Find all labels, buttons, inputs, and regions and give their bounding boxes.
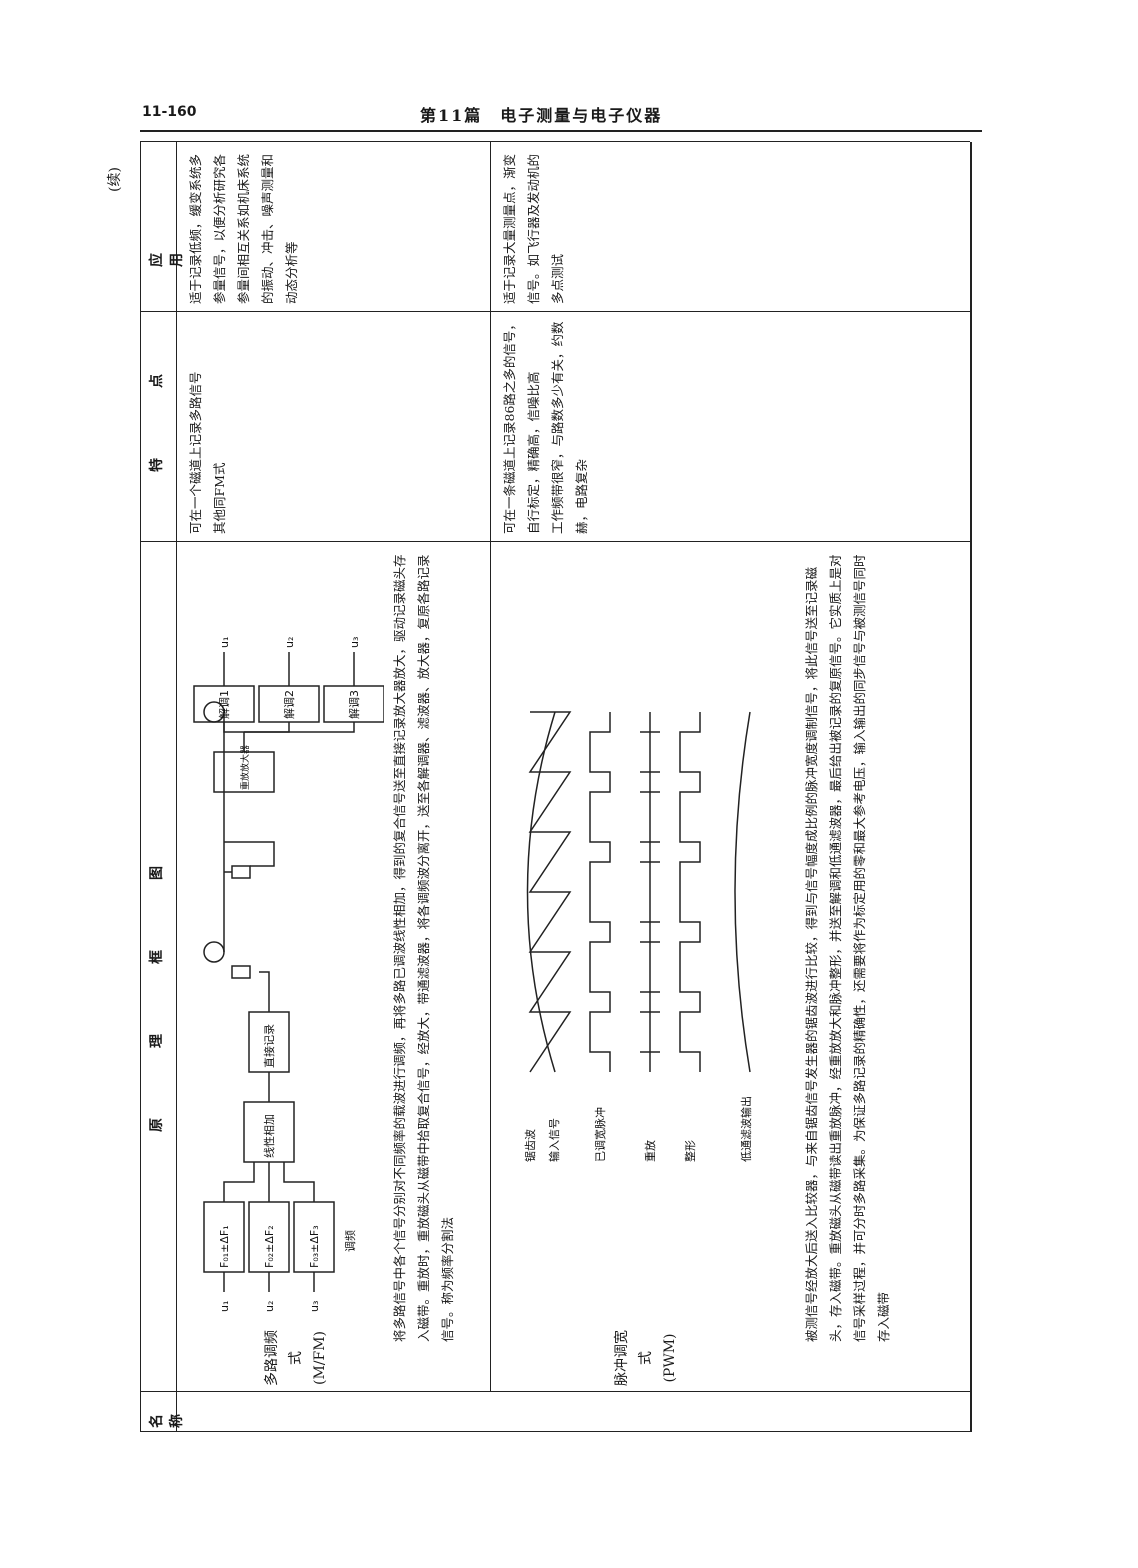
mfm-demod-1: 解调1	[217, 690, 231, 719]
row1-principle: 将多路信号中各个信号分别对不同频率的载波进行调频，再将多路已调波线性相加，得到的…	[392, 554, 455, 1342]
col-header-diagram: 原 理 框 图	[149, 838, 165, 1132]
col-divider-diagram	[140, 541, 970, 542]
pwm-label-pwm: 已调宽脉冲	[593, 1107, 607, 1162]
row2-feature-1: 可在一条磁道上记录86路之多的信号，自行标定，精确高，信噪比高	[502, 318, 541, 534]
mfm-block-diagram: u₁ u₂ u₃ F₀₁±ΔF₁ F₀₂±ΔF₂ F₀₃±ΔF₃ 调频 线性相加…	[193, 637, 384, 1312]
mfm-demod-2: 解调2	[282, 690, 296, 719]
row1-name: 多路调频式 (M/FM)	[260, 1328, 332, 1388]
row1-feature-2: 其他同FM式	[212, 462, 227, 534]
pwm-label-lpf-output: 低通滤波输出	[739, 1096, 753, 1162]
table-left-border	[140, 1431, 970, 1432]
mfm-output-u1: u₁	[218, 637, 231, 648]
mfm-carrier-1: F₀₁±ΔF₁	[218, 1225, 231, 1268]
row2-principle: 被测信号经放大后送入比较器，与来自锯齿信号发生器的锯齿波进行比较，得到与信号幅度…	[804, 554, 891, 1342]
header-bottom-border	[176, 142, 177, 1432]
table: 名 称 原 理 框 图 特 点 应 用 多路调频式 (M/FM)	[140, 141, 972, 1432]
col-header-name: 名 称	[149, 1344, 185, 1428]
pwm-label-sawtooth: 锯齿波	[523, 1129, 537, 1162]
mfm-carrier-3: F₀₃±ΔF₃	[308, 1225, 321, 1268]
row2-name-abbr: (PWM)	[662, 1333, 678, 1383]
row1-name-text: 多路调频式	[264, 1330, 304, 1386]
mfm-carrier-2: F₀₂±ΔF₂	[263, 1225, 276, 1268]
mfm-playback-block: 重放放大器	[239, 745, 251, 790]
pwm-label-shaping: 整形	[683, 1140, 697, 1162]
table-bottom-border	[970, 142, 972, 1432]
row2-feature-2: 工作频带很窄，与路数多少有关，约数赫，电路复杂	[550, 321, 589, 534]
row2-name-text: 脉冲调宽式	[614, 1330, 654, 1386]
mfm-output-u3: u₃	[348, 637, 361, 648]
page-number: 11-160	[142, 104, 197, 120]
table-right-border	[140, 141, 970, 142]
rotated-table-frame: (续) 名 称 原 理 框 图 特 点 应 用 多路调频式 (M/FM)	[107, 141, 972, 1432]
mfm-input-u2: u₂	[263, 1301, 276, 1312]
mfm-record-block: 直接记录	[262, 1024, 276, 1068]
header-rule	[140, 130, 982, 132]
row2-name: 脉冲调宽式 (PWM)	[610, 1328, 682, 1388]
chapter-title: 第11篇 电子测量与电子仪器	[420, 106, 663, 125]
mfm-output-u2: u₂	[283, 637, 296, 648]
continued-label: (续)	[107, 167, 123, 192]
table-top-border	[140, 142, 141, 1432]
row1-feature-1: 可在一个磁道上记录多路信号	[188, 371, 203, 534]
mfm-input-u1: u₁	[218, 1301, 231, 1312]
row2-features: 可在一条磁道上记录86路之多的信号，自行标定，精确高，信噪比高 工作频带很窄，与…	[498, 318, 594, 534]
col-divider-name	[140, 1391, 970, 1392]
mfm-input-u3: u₃	[308, 1301, 321, 1312]
row-divider	[490, 142, 491, 1392]
row1-applications: 适于记录低频，缓变系统多参量信号，以便分析研究各参量间相互关系如机床系统的振动、…	[188, 153, 299, 304]
pwm-waveform-diagram: 锯齿波 输入信号 已调宽脉冲 重放 整形 低通滤波输出	[523, 711, 753, 1162]
col-header-applications: 应 用	[149, 183, 185, 267]
pwm-label-input: 输入信号	[547, 1118, 561, 1162]
mfm-modulate-label: 调频	[343, 1230, 357, 1252]
col-header-features: 特 点	[149, 346, 165, 472]
pwm-label-playback: 重放	[643, 1140, 657, 1162]
mfm-demod-3: 解调3	[347, 690, 361, 719]
row1-name-abbr: (M/FM)	[312, 1330, 328, 1386]
row2-applications: 适于记录大量测量点，渐变信号。如飞行器及发动机的多点测试	[502, 153, 565, 304]
row1-features: 可在一个磁道上记录多路信号 其他同FM式	[184, 318, 232, 534]
mfm-sum-block: 线性相加	[262, 1114, 276, 1158]
col-divider-features	[140, 311, 970, 312]
